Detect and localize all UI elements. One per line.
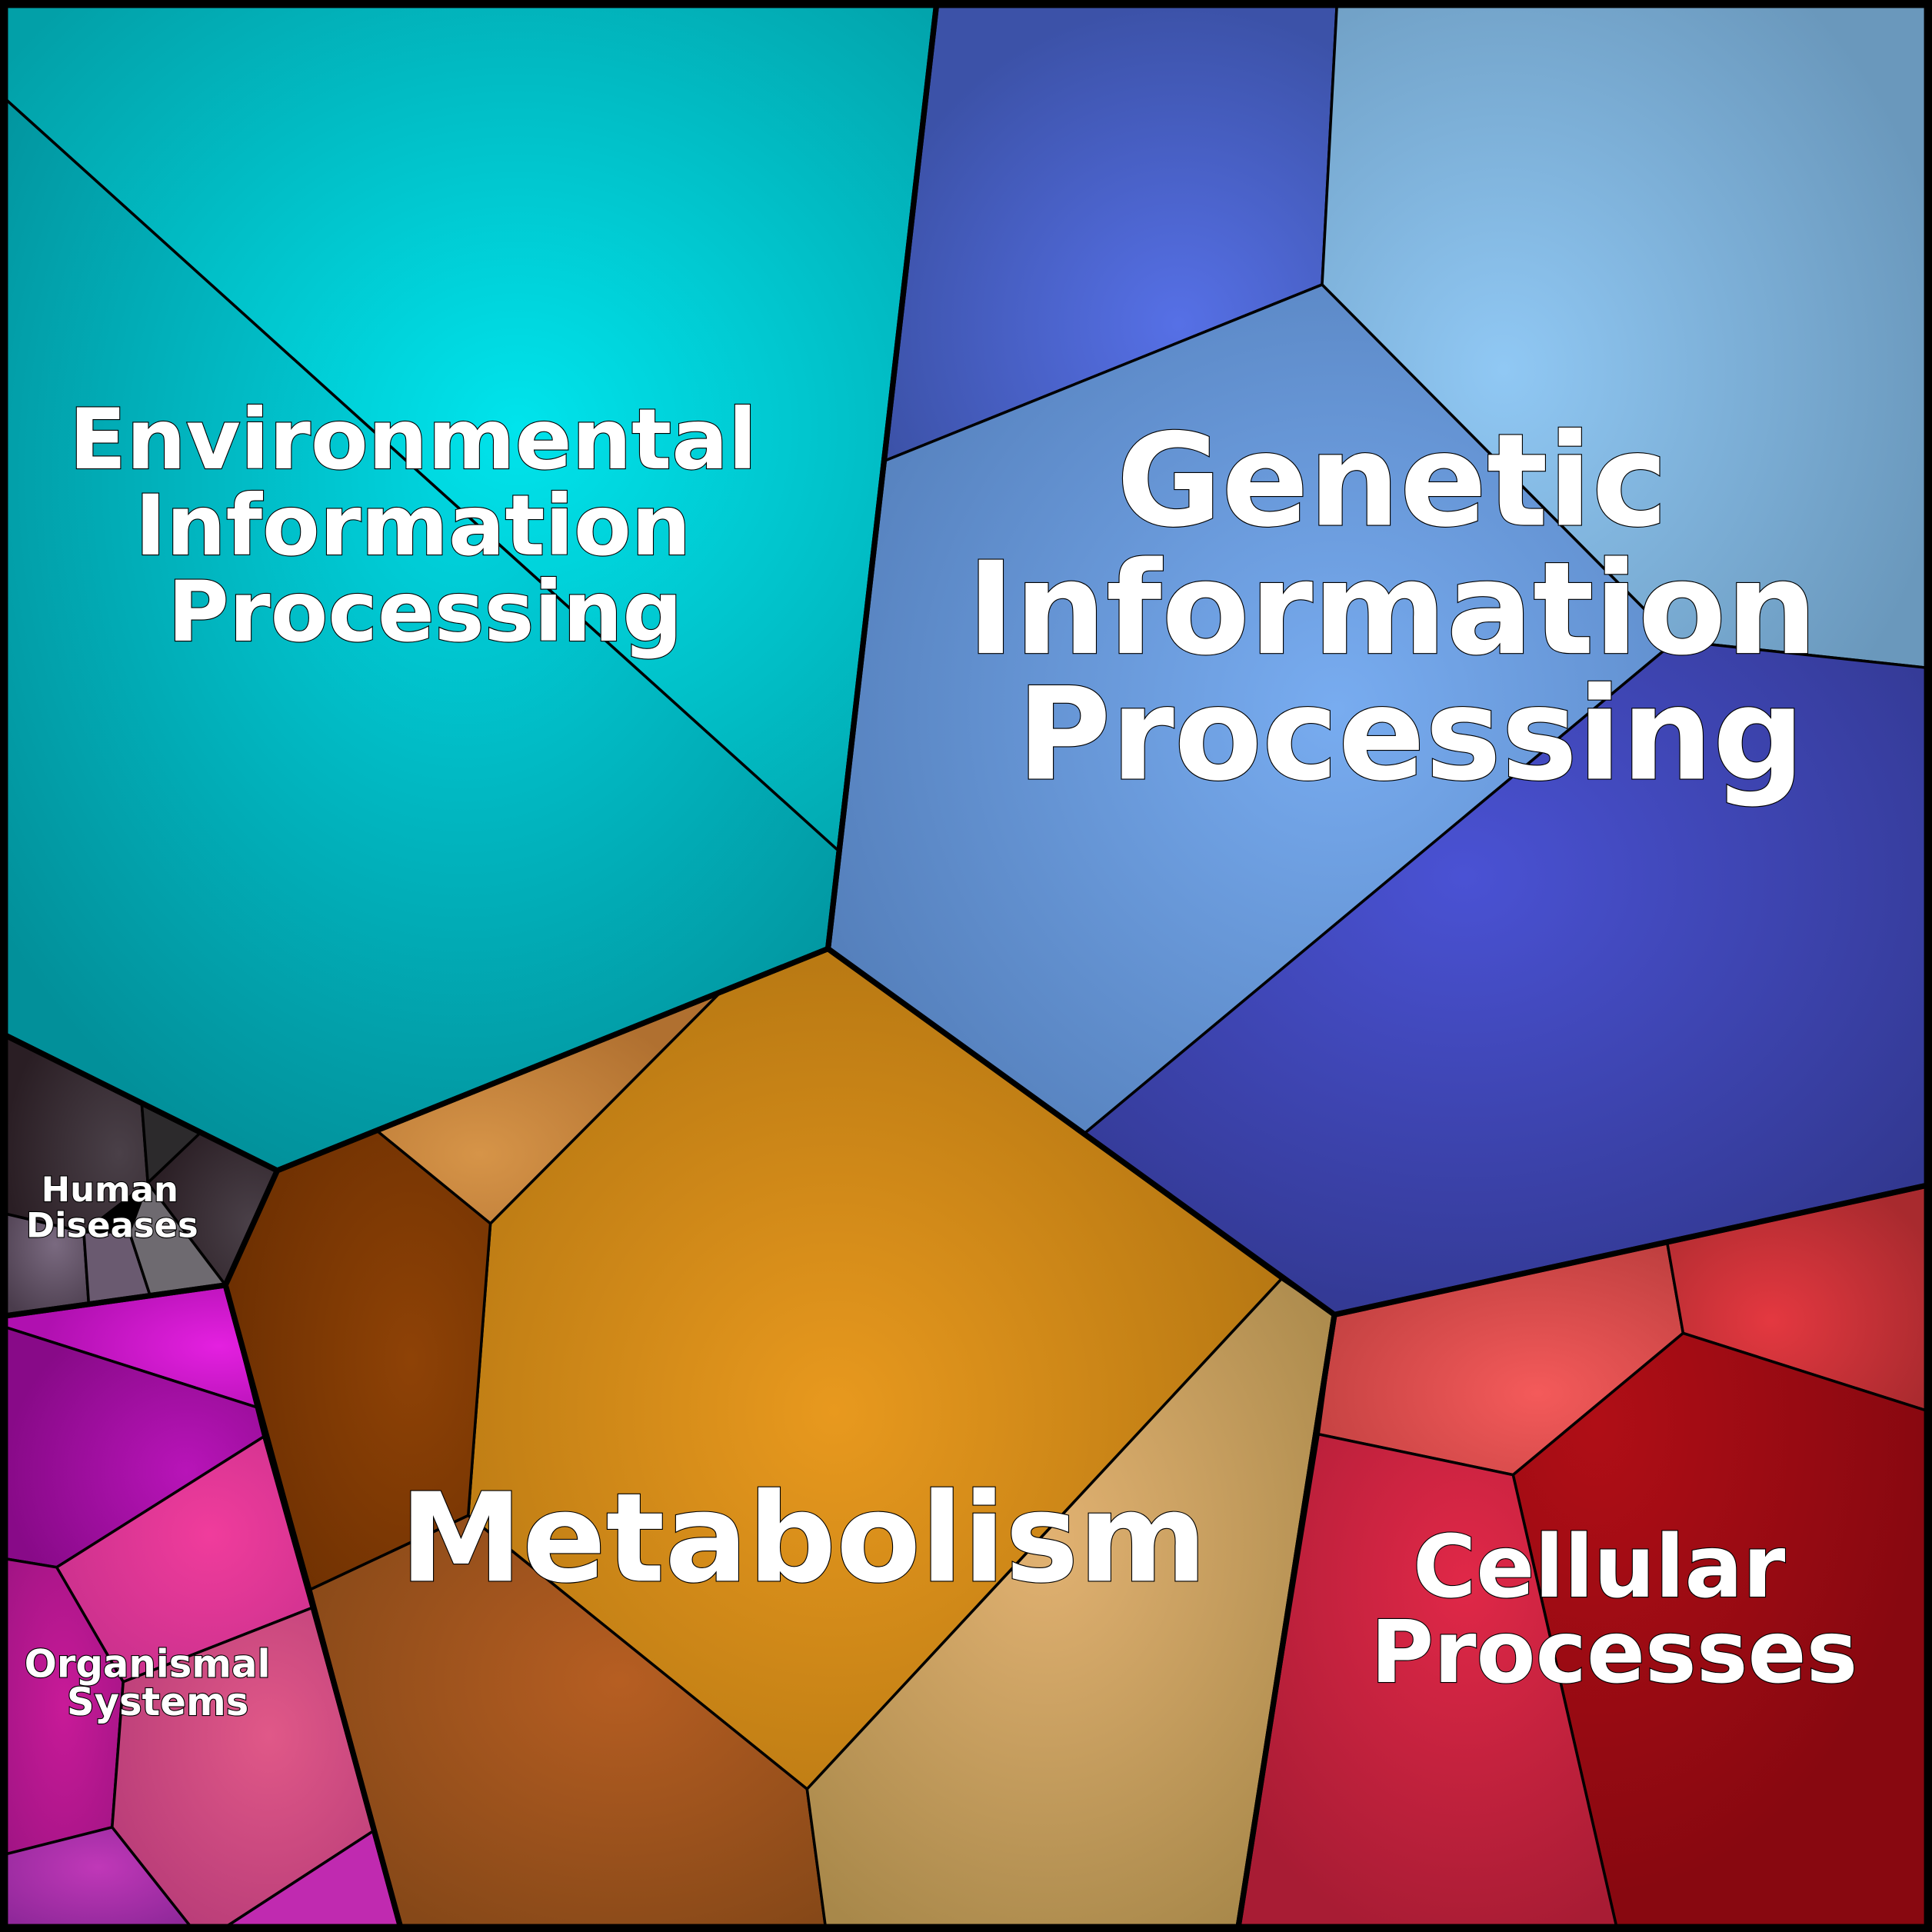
- label-human-diseases: Human Diseases: [26, 1169, 198, 1245]
- label-environmental: Environmental Information Processing: [69, 391, 786, 661]
- group-human-diseases[interactable]: [3, 1032, 279, 1318]
- label-organismal: Organismal Systems: [25, 1641, 284, 1724]
- label-genetic: Genetic Information Processing: [967, 406, 1862, 809]
- label-metabolism: Metabolism: [400, 1466, 1208, 1610]
- group-organismal[interactable]: [3, 1283, 402, 1929]
- group-metabolism[interactable]: [224, 947, 1336, 1929]
- group-cellular[interactable]: [1236, 1183, 1929, 1929]
- label-cellular: Cellular Processes: [1371, 1517, 1857, 1703]
- group-genetic[interactable]: [826, 3, 1929, 1317]
